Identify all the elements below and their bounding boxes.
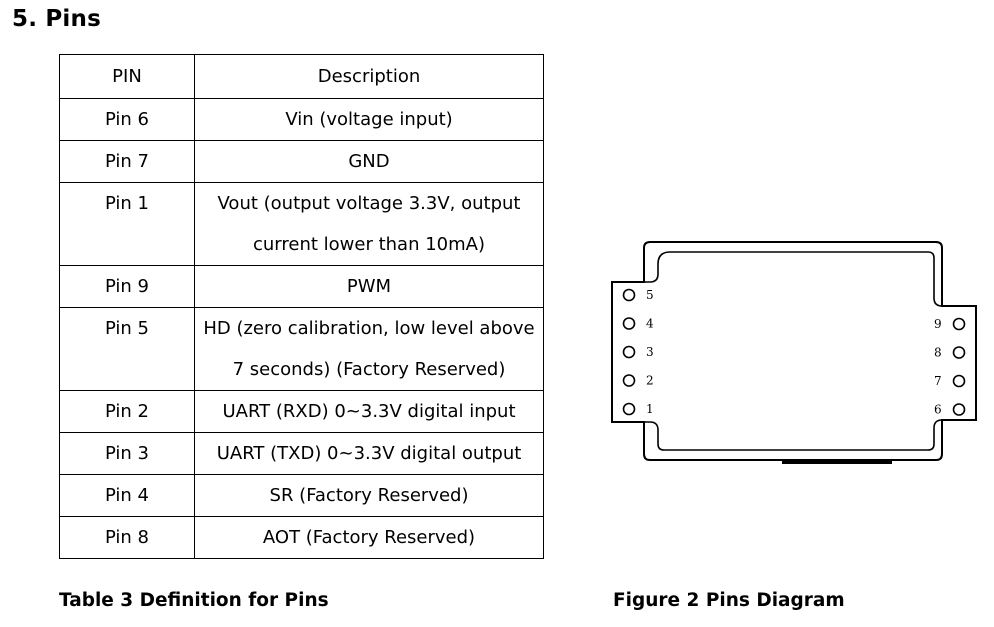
module-outline-inner <box>644 251 943 451</box>
pin-hole-right <box>952 317 966 331</box>
description-cell: AOT (Factory Reserved) <box>194 516 544 559</box>
pin-cell: Pin 3 <box>59 432 195 475</box>
description-cell: UART (TXD) 0~3.3V digital output <box>194 432 544 475</box>
pin-number-left: 5 <box>646 288 654 302</box>
pin-number-left: 4 <box>646 317 654 331</box>
pin-hole-left <box>622 288 636 302</box>
description-cell: Vin (voltage input) <box>194 98 544 141</box>
figure-caption: Figure 2 Pins Diagram <box>613 590 845 611</box>
pin-label: Pin 4 <box>104 485 150 506</box>
pin-number-right: 9 <box>934 317 942 331</box>
pin-label: Pin 9 <box>104 276 150 297</box>
pin-cell: Pin 9 <box>59 265 195 308</box>
description-line: HD (zero calibration, low level above <box>203 318 535 339</box>
pin-hole-right <box>952 403 966 416</box>
pin-number-right: 8 <box>934 346 942 360</box>
description-line: SR (Factory Reserved) <box>269 485 469 506</box>
description-cell: Vout (output voltage 3.3V, output current… <box>194 182 544 266</box>
table-body: Pin 6 Vin (voltage input) Pin 7 GND Pin 1 Vou… <box>59 98 544 559</box>
section-heading: 5. Pins <box>12 6 101 32</box>
table-row: Pin 4 SR (Factory Reserved) <box>59 474 544 517</box>
pin-cell: Pin 8 <box>59 516 195 559</box>
description-line: UART (RXD) 0~3.3V digital input <box>222 401 516 422</box>
table-caption: Table 3 Definition for Pins <box>59 590 329 611</box>
description-line: UART (TXD) 0~3.3V digital output <box>216 443 522 464</box>
description-cell: UART (RXD) 0~3.3V digital input <box>194 390 544 433</box>
module-outline-outer <box>611 241 977 461</box>
bottom-connector <box>782 460 892 464</box>
description-line: GND <box>348 151 390 172</box>
pin-number-left: 3 <box>646 345 654 359</box>
pin-number-right: 6 <box>934 403 942 417</box>
pins-table: PIN Description Pin 6 Vin (voltage input)… <box>59 54 544 559</box>
table-header-row: PIN Description <box>59 54 544 99</box>
pin-label: Pin 3 <box>104 443 150 464</box>
description-line: 7 seconds) (Factory Reserved) <box>232 359 506 380</box>
table-row: Pin 6 Vin (voltage input) <box>59 98 544 141</box>
pin-label: Pin 5 <box>104 318 150 339</box>
description-line: Vin (voltage input) <box>285 109 453 130</box>
table-row: Pin 3 UART (TXD) 0~3.3V digital output <box>59 432 544 475</box>
pin-number-right: 7 <box>934 374 942 388</box>
header-pin: PIN <box>59 54 195 99</box>
pin-hole-left <box>622 402 636 416</box>
description-line: current lower than 10mA) <box>253 234 485 255</box>
table-row: Pin 8 AOT (Factory Reserved) <box>59 516 544 559</box>
header-description: Description <box>194 54 544 99</box>
pin-label: Pin 8 <box>104 527 150 548</box>
table-row: Pin 7 GND <box>59 140 544 183</box>
pin-hole-left <box>622 374 636 387</box>
pin-cell: Pin 2 <box>59 390 195 433</box>
table-row: Pin 1 Vout (output voltage 3.3V, output cu… <box>59 182 544 266</box>
description-line: AOT (Factory Reserved) <box>262 527 476 548</box>
pin-number-left: 1 <box>646 402 654 416</box>
pin-number-left: 2 <box>646 374 654 388</box>
table-row: Pin 2 UART (RXD) 0~3.3V digital input <box>59 390 544 433</box>
description-cell: SR (Factory Reserved) <box>194 474 544 517</box>
pins-diagram: 5 4 3 2 1 9 8 7 6 <box>611 241 977 464</box>
pin-cell: Pin 1 <box>59 182 195 266</box>
description-cell: PWM <box>194 265 544 308</box>
table-row: Pin 5 HD (zero calibration, low level abo… <box>59 307 544 391</box>
pin-label: Pin 7 <box>104 151 150 172</box>
pin-hole-left <box>622 317 636 330</box>
description-line: Vout (output voltage 3.3V, output <box>217 193 521 214</box>
pin-cell: Pin 6 <box>59 98 195 141</box>
pin-label: Pin 1 <box>104 193 150 214</box>
description-line: PWM <box>346 276 392 297</box>
pin-hole-right <box>952 374 966 388</box>
table-row: Pin 9 PWM <box>59 265 544 308</box>
pin-hole-left <box>622 345 636 359</box>
pin-cell: Pin 4 <box>59 474 195 517</box>
pin-label: Pin 2 <box>104 401 150 422</box>
pin-label: Pin 6 <box>104 109 150 130</box>
description-cell: GND <box>194 140 544 183</box>
pin-cell: Pin 7 <box>59 140 195 183</box>
description-cell: HD (zero calibration, low level above 7 s… <box>194 307 544 391</box>
pin-hole-right <box>952 346 966 359</box>
pin-cell: Pin 5 <box>59 307 195 391</box>
